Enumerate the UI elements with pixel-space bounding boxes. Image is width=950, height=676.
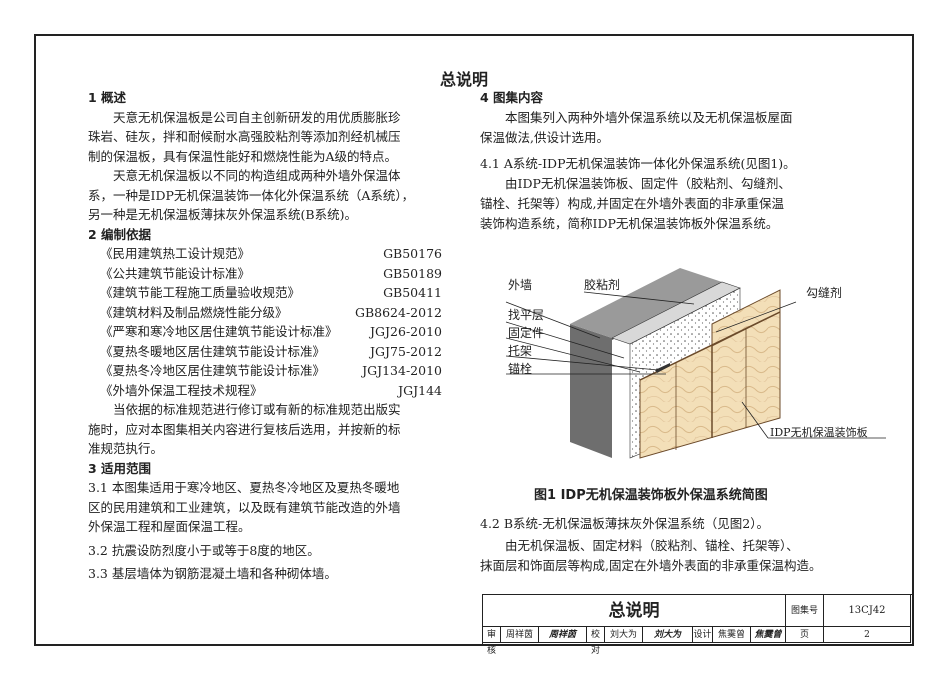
standard-row: 《公共建筑节能设计标准》 GB50189	[88, 264, 442, 284]
atlas-number: 13CJ42	[824, 595, 911, 627]
label-fixing: 固定件	[508, 326, 545, 340]
right-column-bottom: 4.2 B系统-无机保温板薄抹灰外保温系统（见图2）。 由无机保温板、固定材料（…	[480, 514, 910, 576]
section1-line: 制的保温板，具有保温性能好和燃烧性能为A级的特点。	[88, 148, 398, 164]
standard-code: JGJ134-2010	[362, 363, 442, 378]
section1-line: 珠岩、硅灰，拌和耐候耐水高强胶粘剂等添加剂经机械压	[88, 129, 401, 144]
reviewer-signature: 周祥茵	[539, 627, 587, 643]
page-label: 页	[786, 627, 824, 643]
check-label: 校对	[587, 627, 605, 656]
standard-row: 《民用建筑热工设计规范》 GB50176	[88, 244, 442, 264]
page-title: 总说明	[440, 70, 489, 89]
section2-note: 准规范执行。	[88, 441, 164, 456]
standard-name: 《夏热冬冷地区居住建筑节能设计标准》	[100, 363, 326, 378]
title-block: 总说明 图集号 13CJ42 审核 周祥茵 周祥茵 校对 刘大为 刘大为 设计 …	[482, 594, 912, 656]
standard-code: GB50189	[383, 265, 442, 281]
section3-heading: 3 适用范围	[88, 460, 152, 476]
standard-row: 《夏热冬冷地区居住建筑节能设计标准》 JGJ134-2010	[88, 361, 442, 381]
standard-name: 《建筑材料及制品燃烧性能分级》	[100, 304, 288, 320]
standard-code: GB50411	[383, 285, 442, 300]
standard-row: 《建筑节能工程施工质量验收规范》 GB50411	[88, 283, 442, 303]
page-number: 2	[824, 627, 911, 643]
standard-code: JGJ75-2012	[370, 343, 442, 359]
section2-note: 施时，应对本图集相关内容进行复核后选用，并按新的标	[88, 421, 401, 437]
left-column: 1 概述 天意无机保温板是公司自主创新研发的用优质膨胀珍 珠岩、硅灰，拌和耐候耐…	[88, 88, 442, 584]
standard-name: 《夏热冬暖地区居住建筑节能设计标准》	[100, 343, 326, 359]
leader-wall	[505, 301, 601, 339]
leader-bracket	[505, 355, 659, 371]
standard-name: 《严寒和寒冷地区居住建筑节能设计标准》	[100, 324, 338, 339]
standard-name: 《公共建筑节能设计标准》	[100, 265, 251, 281]
figure-caption: 图1 IDP无机保温装饰板外保温系统简图	[534, 488, 768, 503]
reviewer-name: 周祥茵	[501, 627, 539, 643]
standard-code: JGJ144	[398, 382, 442, 398]
standard-name: 《建筑节能工程施工质量验收规范》	[100, 285, 301, 300]
designer-signature: 焦霙曾	[751, 627, 786, 643]
section2-note: 当依据的标准规范进行修订或有新的标准规范出版实	[113, 402, 401, 417]
label-adhesive: 胶粘剂	[584, 278, 621, 292]
checker-signature: 刘大为	[643, 627, 693, 643]
section4-heading: 4 图集内容	[480, 90, 544, 105]
label-leveling: 找平层	[508, 308, 545, 322]
section1-line: 天意无机保温板以不同的构造组成两种外墙外保温体	[113, 168, 401, 183]
section3-line: 区的民用建筑和工业建筑，以及既有建筑节能改造的外墙	[88, 499, 401, 515]
section3-line: 3.3 基层墙体为钢筋混凝土墙和各种砌体墙。	[88, 566, 337, 581]
section2-heading: 2 编制依据	[88, 226, 152, 242]
section41-line: 由IDP无机保温装饰板、固定件（胶粘剂、勾缝剂、	[505, 176, 791, 191]
section42-line: 由无机保温板、固定材料（胶粘剂、锚栓、托架等）、	[505, 538, 799, 553]
design-label: 设计	[693, 627, 713, 643]
section1-line: 另一种是无机保温板薄抹灰外保温系统(B系统)。	[88, 207, 357, 222]
section1-line: 系，一种是IDP无机保温装饰一体化外保温系统（A系统），	[88, 187, 415, 203]
leader-joint	[715, 301, 797, 333]
section42-title: 4.2 B系统-无机保温板薄抹灰外保温系统（见图2）。	[480, 516, 769, 531]
bracket-shape	[655, 363, 670, 373]
section4-intro: 本图集列入两种外墙外保温系统以及无机保温板屋面	[505, 110, 793, 125]
designer-name: 焦霙曾	[713, 627, 751, 643]
standard-name: 《外墙外保温工程技术规程》	[100, 382, 263, 398]
section41-title: 4.1 A系统-IDP无机保温装饰一体化外保温系统(见图1)。	[480, 156, 796, 171]
wall-front	[570, 324, 612, 458]
label-joint: 勾缝剂	[806, 286, 843, 300]
checker-name: 刘大为	[605, 627, 643, 643]
section42-line: 抹面层和饰面层等构成,固定在外墙外表面的非承重保温构造。	[480, 558, 822, 573]
section3-line: 3.2 抗震设防烈度小于或等于8度的地区。	[88, 542, 320, 558]
wall-top	[570, 268, 722, 338]
leader-board	[741, 401, 769, 439]
section41-line: 装饰构造系统，简称IDP无机保温装饰板外保温系统。	[480, 216, 779, 231]
leader-adhesive	[583, 291, 695, 305]
review-label: 审核	[483, 627, 501, 656]
section4-intro: 保温做法,供设计选用。	[480, 130, 609, 145]
standard-row: 《夏热冬暖地区居住建筑节能设计标准》 JGJ75-2012	[88, 342, 442, 362]
standard-name: 《民用建筑热工设计规范》	[100, 246, 251, 261]
section1-line: 天意无机保温板是公司自主创新研发的用优质膨胀珍	[113, 109, 401, 125]
label-wall: 外墙	[508, 278, 533, 292]
standard-code: GB8624-2012	[354, 304, 442, 320]
label-anchor: 锚栓	[508, 362, 533, 376]
standard-row: 《建筑材料及制品燃烧性能分级》 GB8624-2012	[88, 303, 442, 323]
section41-line: 锚栓、托架等）构成,并固定在外墙外表面的非承重保温	[480, 196, 784, 211]
right-column-top: 4 图集内容 本图集列入两种外墙外保温系统以及无机保温板屋面 保温做法,供设计选…	[480, 88, 900, 234]
system-diagram	[505, 268, 886, 459]
drawing-frame	[34, 34, 914, 646]
section3-line: 3.1 本图集适用于寒冷地区、夏热冬冷地区及夏热冬暖地	[88, 480, 400, 495]
label-board: IDP无机保温装饰板	[770, 426, 868, 439]
standard-code: JGJ26-2010	[370, 324, 442, 339]
standard-row: 《严寒和寒冷地区居住建筑节能设计标准》 JGJ26-2010	[88, 322, 442, 342]
atlas-label: 图集号	[786, 595, 824, 627]
standard-row: 《外墙外保温工程技术规程》 JGJ144	[88, 381, 442, 401]
standard-code: GB50176	[383, 246, 442, 261]
title-block-title: 总说明	[483, 595, 786, 627]
section1-heading: 1 概述	[88, 90, 127, 105]
leader-leveling	[505, 321, 625, 359]
section3-line: 外保温工程和屋面保温工程。	[88, 519, 251, 534]
label-bracket: 托架	[508, 344, 533, 358]
